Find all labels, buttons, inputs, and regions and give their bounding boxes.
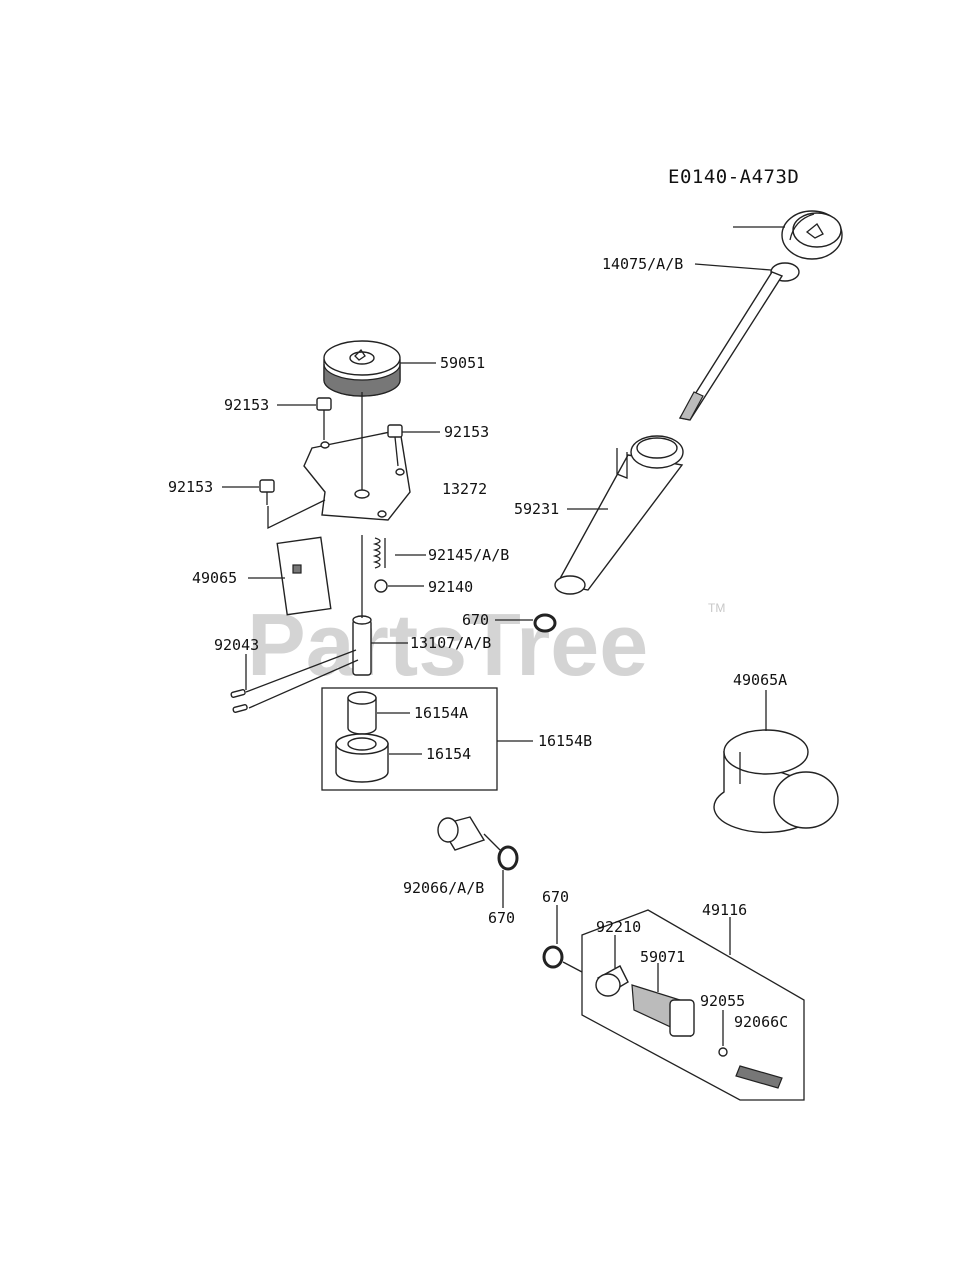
dipstick-assembly[interactable] bbox=[678, 210, 843, 421]
label-13272: 13272 bbox=[442, 480, 487, 498]
label-16154B: 16154B bbox=[538, 732, 592, 750]
nut-92210[interactable] bbox=[595, 965, 629, 997]
oil-cooler-fitting-box bbox=[581, 909, 805, 1101]
label-92210: 92210 bbox=[596, 918, 641, 936]
fitting-59071[interactable] bbox=[631, 984, 695, 1038]
bolt-92153-b[interactable] bbox=[387, 424, 403, 467]
label-92055: 92055 bbox=[700, 992, 745, 1010]
label-49116: 49116 bbox=[702, 901, 747, 919]
inner-rotor[interactable] bbox=[347, 691, 377, 735]
label-49065: 49065 bbox=[192, 569, 237, 587]
watermark-trademark: TM bbox=[708, 601, 725, 615]
drain-plug[interactable] bbox=[437, 816, 486, 851]
relief-ball[interactable] bbox=[374, 579, 388, 593]
plug-92066c[interactable] bbox=[735, 1065, 783, 1089]
oil-pump-cover-plate[interactable] bbox=[303, 429, 411, 521]
label-92043: 92043 bbox=[214, 636, 259, 654]
rotor-set-box bbox=[321, 687, 498, 791]
bolt-92153-a[interactable] bbox=[316, 397, 332, 440]
relief-spring[interactable] bbox=[372, 537, 386, 569]
oil-pump-gear[interactable] bbox=[323, 340, 401, 397]
label-92140: 92140 bbox=[428, 578, 473, 596]
oil-filler-tube[interactable] bbox=[554, 435, 684, 595]
label-92153-a: 92153 bbox=[224, 396, 269, 414]
label-59231: 59231 bbox=[514, 500, 559, 518]
label-670-a: 670 bbox=[462, 611, 489, 629]
label-16154A: 16154A bbox=[414, 704, 468, 722]
label-59071: 59071 bbox=[640, 948, 685, 966]
oil-filter[interactable] bbox=[713, 729, 839, 834]
label-670-c: 670 bbox=[542, 888, 569, 906]
label-49065A: 49065A bbox=[733, 671, 787, 689]
o-ring-670-c[interactable] bbox=[542, 945, 564, 969]
label-13107: 13107/A/B bbox=[410, 634, 491, 652]
o-ring-670-b[interactable] bbox=[497, 845, 519, 871]
label-14075: 14075/A/B bbox=[602, 255, 683, 273]
label-92066: 92066/A/B bbox=[403, 879, 484, 897]
outer-rotor[interactable] bbox=[335, 733, 389, 783]
label-92153-b: 92153 bbox=[444, 423, 489, 441]
bolt-92153-c[interactable] bbox=[259, 479, 275, 505]
gasket-49065[interactable] bbox=[276, 536, 332, 616]
o-ring-670-a[interactable] bbox=[533, 613, 557, 633]
pin-92043[interactable] bbox=[230, 689, 248, 713]
label-59051: 59051 bbox=[440, 354, 485, 372]
label-670-b: 670 bbox=[488, 909, 515, 927]
label-92153-c: 92153 bbox=[168, 478, 213, 496]
label-92066C: 92066C bbox=[734, 1013, 788, 1031]
diagram-code: E0140-A473D bbox=[668, 166, 799, 188]
o-ring-92055[interactable] bbox=[718, 1047, 728, 1057]
label-92145: 92145/A/B bbox=[428, 546, 509, 564]
pump-shaft[interactable] bbox=[352, 615, 372, 676]
label-16154: 16154 bbox=[426, 745, 471, 763]
